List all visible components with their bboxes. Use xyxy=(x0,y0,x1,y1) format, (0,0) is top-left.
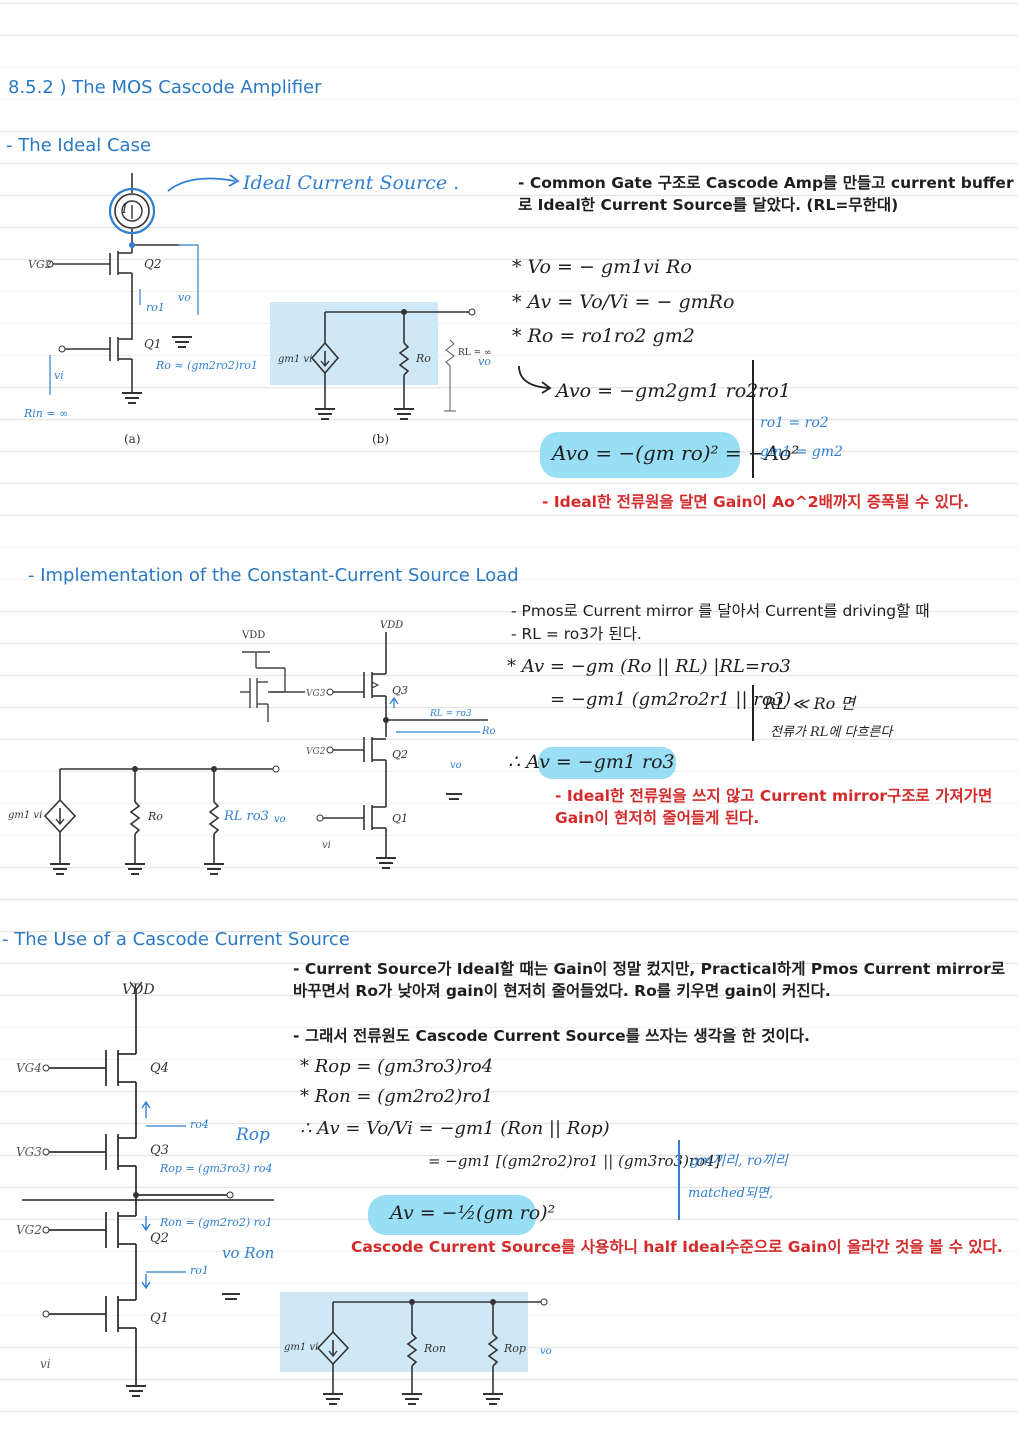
impl-divider xyxy=(752,685,754,741)
impl-note-2: - RL = ro3가 된다. xyxy=(511,625,642,643)
cascode-side-2: matched되면, xyxy=(688,1186,774,1201)
ideal-result: - Ideal한 전류원을 달면 Gain이 Ao^2배까지 증폭될 수 있다. xyxy=(542,493,970,511)
vdd-hand-label: VDD xyxy=(241,630,265,641)
cascode-eq-av: ∴ Av = Vo/Vi = −gm1 (Ron || Rop) xyxy=(300,1118,610,1139)
impl-eq-2: = −gm1 (gm2ro2r1 || ro3) xyxy=(550,689,792,710)
caption-a: (a) xyxy=(124,432,141,446)
ideal-current-annotation: Ideal Current Source . xyxy=(243,172,460,194)
rop-hand-label: Rop xyxy=(235,1125,270,1145)
impl-eq-1: * Av = −gm (Ro || RL) |RL=ro3 xyxy=(507,656,791,677)
ideal-eq-avo: Avo = −gm2gm1 ro2ro1 xyxy=(556,380,791,402)
vi-cas-label: vi xyxy=(40,1357,51,1371)
q2-cas-label: Q2 xyxy=(150,1231,169,1246)
ro4-label: ro4 xyxy=(190,1118,209,1131)
vo-b-label: vo xyxy=(478,355,491,368)
highlight-impl xyxy=(538,747,676,779)
vg3-cas-label: VG3 xyxy=(16,1145,42,1159)
ideal-eq-ro: * Ro = ro1ro2 gm2 xyxy=(512,325,695,347)
ro-expr-label: Ro ≈ (gm2ro2)ro1 xyxy=(155,359,258,372)
impl-eq-3: ∴ Av = −gm1 ro3 xyxy=(508,751,675,773)
q3-label: Q3 xyxy=(392,684,408,697)
cascode-source-circuit: VDD VG4 VG3 VG2 Q4 Q3 Q2 Q1 ro4 ro1 Rop … xyxy=(16,981,274,1397)
heading-ideal-case: - The Ideal Case xyxy=(6,135,152,156)
ideal-side-ro: ro1 = ro2 xyxy=(760,415,829,431)
caption-b: (b) xyxy=(372,432,389,446)
vo-ss-label: vo xyxy=(274,814,286,825)
gm1vi-impl-label: gm1 vi xyxy=(8,810,42,821)
implementation-circuit: VDD VDD VG3 VG2 Q3 Q2 Q1 RL = ro3 Ro xyxy=(8,620,496,875)
cascode-small-signal: gm1 vi Ron Rop vo xyxy=(280,1292,552,1405)
q3-cas-label: Q3 xyxy=(150,1143,169,1158)
cascode-side-1: gm끼리, ro끼리 xyxy=(690,1153,788,1169)
ideal-eq-av: * Av = Vo/Vi = − gmRo xyxy=(512,291,735,313)
cascode-note-2: - 그래서 전류원도 Cascode Current Source를 쓰자는 생… xyxy=(293,1027,810,1045)
vg4-label: VG4 xyxy=(16,1061,42,1075)
vi-impl-label: vi xyxy=(322,840,331,851)
impl-side-1: RL ≪ Ro 면 xyxy=(764,694,856,713)
rl-ro3-label: RL = ro3 xyxy=(429,709,472,719)
impl-side-2: 전류가 RL에 다흐른다 xyxy=(770,725,893,740)
highlight-avo xyxy=(540,432,740,478)
cascode-result: Cascode Current Source를 사용하니 half Ideal수… xyxy=(351,1238,1003,1256)
rin-label: Rin = ∞ xyxy=(23,407,68,420)
current-label: I xyxy=(121,202,128,217)
q2-label: Q2 xyxy=(144,257,161,271)
ro1-label: ro1 xyxy=(146,301,165,314)
gm1vi-label: gm1 vi xyxy=(278,354,312,365)
impl-note-1: - Pmos로 Current mirror 를 달아서 Current를 dr… xyxy=(511,602,930,620)
vdd-label: VDD xyxy=(380,620,403,631)
gm1vi-cas-label: gm1 vi xyxy=(284,1342,318,1353)
ron-hand-label: vo Ron xyxy=(222,1244,274,1262)
cascode-note-1: - Current Source가 Ideal할 때는 Gain이 정말 컸지만… xyxy=(293,960,1006,1000)
vg2-label: VG2 xyxy=(28,258,52,271)
vo-label: vo xyxy=(178,291,191,304)
ro1-cas-label: ro1 xyxy=(190,1264,209,1277)
q1-impl-label: Q1 xyxy=(392,812,408,825)
cascode-eq-av-2: = −gm1 [(gm2ro2)ro1 || (gm3ro3)ro4] xyxy=(428,1152,721,1170)
heading-implementation: - Implementation of the Constant-Current… xyxy=(28,565,519,586)
rop-ss-label: Rop xyxy=(503,1342,526,1355)
cascode-eq-final: Av = −½(gm ro)² xyxy=(390,1202,556,1224)
ideal-case-note: - Common Gate 구조로 Cascode Amp를 만들고 curre… xyxy=(518,174,1014,214)
heading-cascode-source: - The Use of a Cascode Current Source xyxy=(2,929,350,950)
ron-ss-label: Ron xyxy=(423,1342,446,1355)
ideal-case-circuit: I VG2 Q2 Q1 ro1 vo vi Rin = ∞ Ro ≈ (gm2r… xyxy=(23,173,492,446)
rl-hand-label: RL ro3 xyxy=(223,809,269,824)
cascode-eq-rop: * Rop = (gm3ro3)ro4 xyxy=(300,1056,494,1077)
impl-result: - Ideal한 전류원을 쓰지 않고 Current mirror구조로 가져… xyxy=(555,787,993,827)
cascode-eq-ron: * Ron = (gm2ro2)ro1 xyxy=(300,1086,494,1107)
rop-expr-label: Rop = (gm3ro3) ro4 xyxy=(159,1162,272,1175)
ro-label: Ro xyxy=(415,352,431,365)
q1-label: Q1 xyxy=(144,337,161,351)
q2-impl-label: Q2 xyxy=(392,748,408,761)
ideal-eq-avo-final: Avo = −(gm ro)² = −Ao² xyxy=(552,441,800,465)
arrow-icon xyxy=(518,365,552,394)
page-title: 8.5.2 ) The MOS Cascode Amplifier xyxy=(8,77,322,98)
q1-cas-label: Q1 xyxy=(150,1311,169,1326)
highlight-cascode xyxy=(368,1195,536,1235)
vo-cas-label: vo xyxy=(540,1346,552,1357)
vg2-impl-label: VG2 xyxy=(306,747,326,757)
ideal-side-gm: gm1 = gm2 xyxy=(760,444,843,460)
vg2-cas-label: VG2 xyxy=(16,1223,42,1237)
ro-ss-label: Ro xyxy=(147,810,163,823)
rl-label: RL = ∞ xyxy=(458,348,492,358)
vi-label: vi xyxy=(54,369,64,382)
divider-line xyxy=(752,360,754,478)
ideal-eq-vo: * Vo = − gm1vi Ro xyxy=(512,256,692,278)
ron-expr-label: Ron = (gm2ro2) ro1 xyxy=(159,1216,273,1229)
q4-label: Q4 xyxy=(150,1061,169,1076)
vdd-cas-label: VDD xyxy=(122,982,155,998)
cascode-divider xyxy=(678,1140,680,1220)
vg3-label: VG3 xyxy=(306,689,326,699)
vo-impl-label: vo xyxy=(450,760,462,771)
ro-impl-label: Ro xyxy=(481,726,496,737)
